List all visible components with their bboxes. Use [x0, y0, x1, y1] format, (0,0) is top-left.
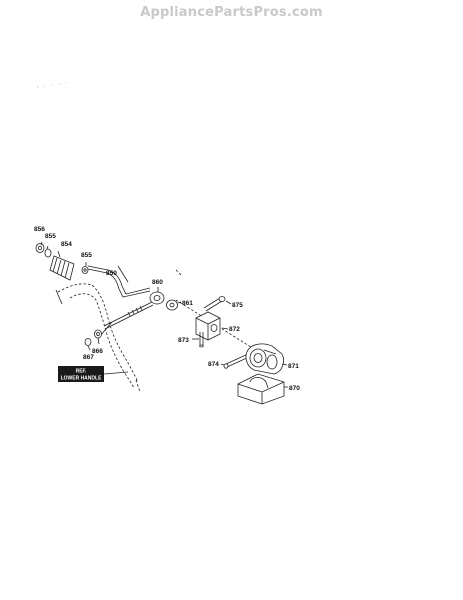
pivot-860: [149, 287, 165, 305]
lower-handle-outline: [55, 283, 141, 393]
ref-label-line1: REF.: [76, 369, 87, 375]
part-label-867: 867: [83, 354, 94, 361]
part-label-856: 856: [34, 226, 45, 233]
bolt-874: [220, 353, 250, 369]
part-label-855-upper: 855: [45, 233, 56, 240]
part-label-855-lower: 855: [81, 252, 92, 259]
ref-label-line2: LOWER HANDLE: [61, 376, 102, 382]
threaded-rod: [99, 301, 154, 337]
part-label-872: 872: [229, 326, 240, 333]
part-label-854: 854: [61, 241, 72, 248]
block-872: [195, 311, 229, 341]
part-label-871: 871: [288, 363, 299, 370]
part-label-860: 860: [152, 279, 163, 286]
fasteners-866-867: [84, 329, 102, 351]
housing-871: [245, 343, 288, 375]
shift-rod-850: [87, 265, 151, 298]
part-label-874: 874: [208, 361, 219, 368]
part-label-870: 870: [289, 385, 300, 392]
base-870: [237, 373, 288, 405]
washer-861: [166, 299, 182, 311]
reference-label-box: REF. LOWER HANDLE: [58, 366, 129, 382]
center-line: [175, 269, 263, 355]
pin-873: [192, 332, 204, 348]
knob-assembly: [35, 241, 89, 281]
part-label-866: 866: [92, 348, 103, 355]
part-labels: 856 855 854 855 850 860 861 875 872 873 …: [34, 226, 300, 392]
part-label-875: 875: [232, 302, 243, 309]
watermark-text: AppliancePartsPros.com: [140, 5, 323, 20]
part-label-850: 850: [106, 270, 117, 277]
scan-specks: [37, 82, 67, 88]
screw-875: [203, 296, 232, 312]
part-label-873: 873: [178, 337, 189, 344]
part-label-861: 861: [182, 300, 193, 307]
